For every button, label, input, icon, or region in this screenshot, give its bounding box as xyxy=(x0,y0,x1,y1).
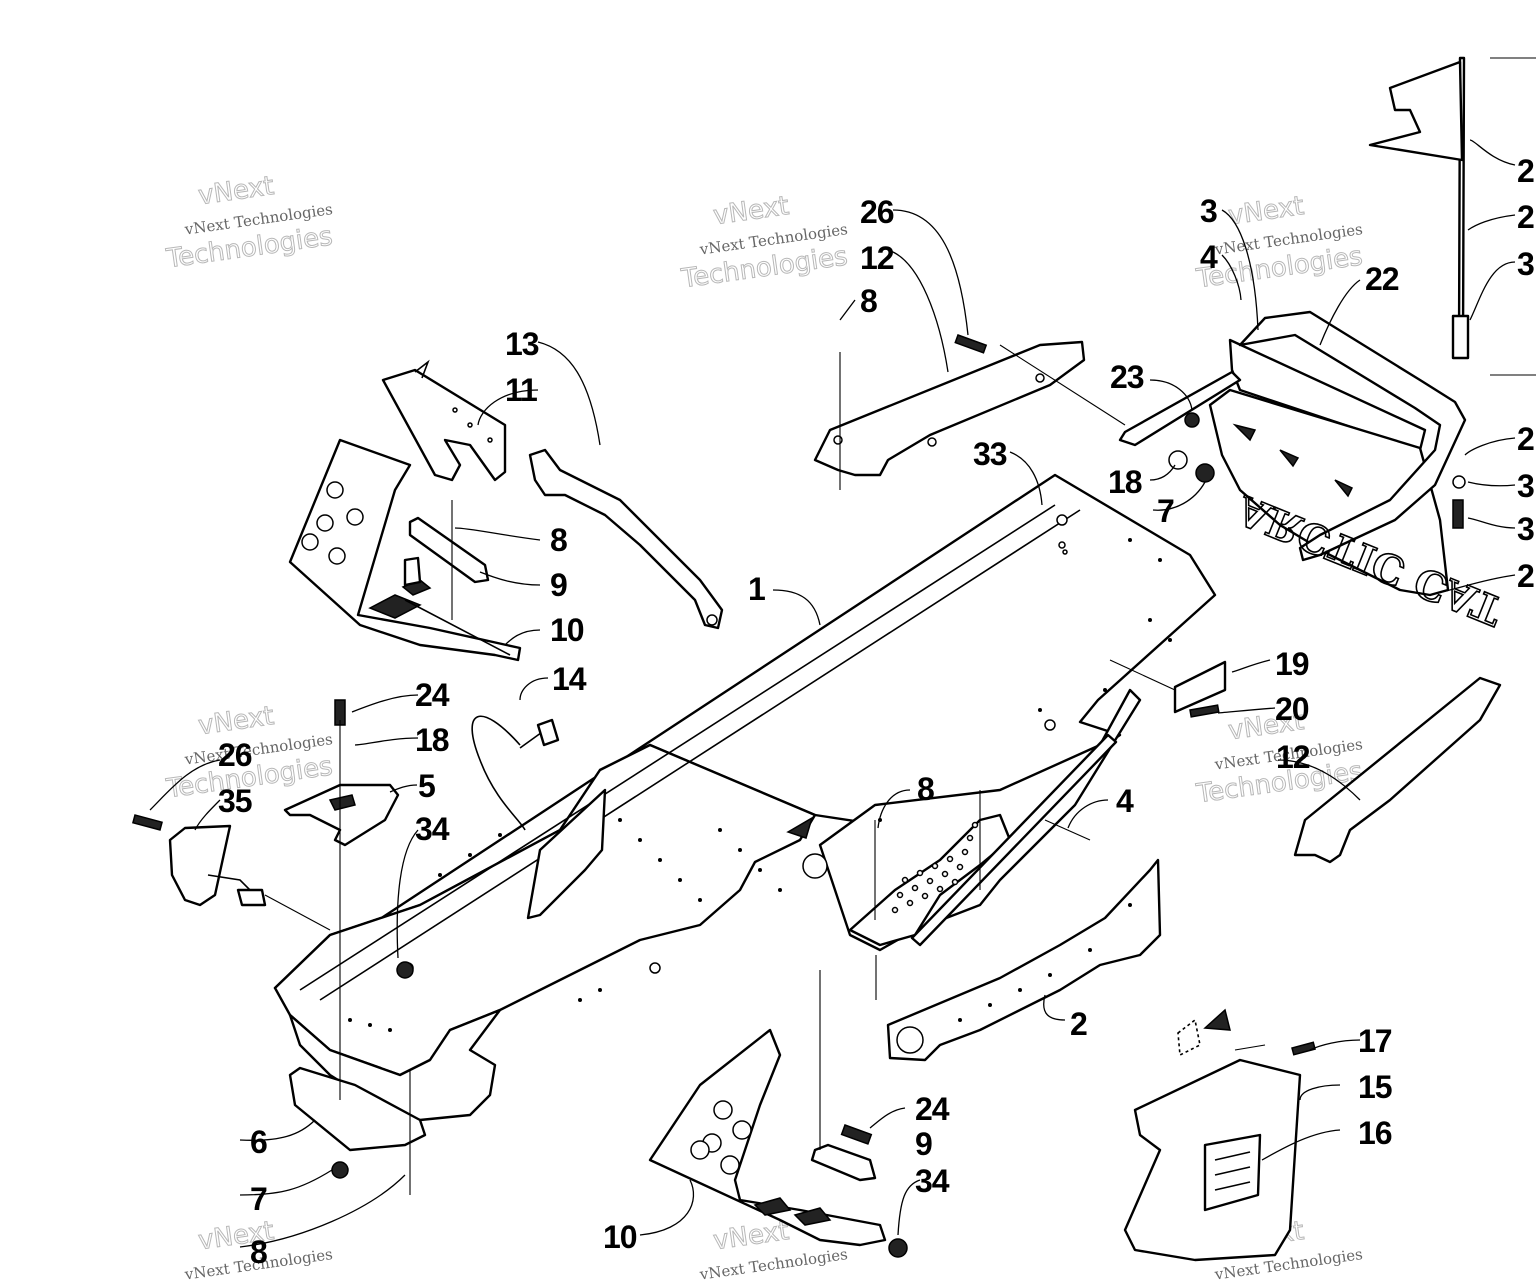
callout-19: 19 xyxy=(1275,646,1309,682)
callout-cropped: 2 xyxy=(1517,421,1534,457)
callout-cropped: 2 xyxy=(1517,558,1534,594)
callout-cropped: 3 xyxy=(1517,468,1534,504)
rivet-pattern xyxy=(348,538,1172,1032)
callout-7: 7 xyxy=(1157,493,1174,529)
callout-15: 15 xyxy=(1358,1069,1392,1105)
callout-12: 12 xyxy=(1276,739,1310,775)
callout-12: 12 xyxy=(860,240,894,276)
callout-cropped: 3 xyxy=(1517,246,1534,282)
leader-lines xyxy=(149,139,1516,1248)
callout-9: 9 xyxy=(915,1126,932,1162)
callout-18: 18 xyxy=(1108,464,1142,500)
watermark-brand: vNext xyxy=(196,701,275,741)
callout-8: 8 xyxy=(917,771,934,807)
cover-part-15 xyxy=(1123,1008,1302,1262)
side-rail-plate xyxy=(886,858,1162,1062)
callout-8: 8 xyxy=(550,522,567,558)
callout-11: 11 xyxy=(505,372,537,408)
callout-6: 6 xyxy=(250,1124,267,1160)
watermark-brand: vNext xyxy=(711,191,790,231)
callout-13: 13 xyxy=(505,326,539,362)
callout-10: 10 xyxy=(603,1219,637,1255)
watermark-brand: vNext xyxy=(711,1216,790,1256)
callout-33: 33 xyxy=(973,436,1007,472)
wire-part-14 xyxy=(471,715,560,831)
callout-24: 24 xyxy=(915,1091,950,1127)
callout-18: 18 xyxy=(415,722,449,758)
plate-part-6 xyxy=(288,1066,427,1152)
rail-part-12 xyxy=(813,340,1086,477)
flag-pole xyxy=(1368,56,1470,360)
callout-16: 16 xyxy=(1358,1115,1392,1151)
fastener-set xyxy=(132,334,1466,1258)
callout-3: 3 xyxy=(1200,193,1217,229)
front-bracket-lower xyxy=(648,1028,887,1247)
callout-26: 26 xyxy=(860,194,894,230)
callout-8: 8 xyxy=(250,1234,267,1270)
callout-1: 1 xyxy=(748,571,765,607)
callout-10: 10 xyxy=(550,612,584,648)
callout-5: 5 xyxy=(418,768,435,804)
callout-cropped: 2 xyxy=(1517,199,1534,235)
callout-cropped: 2 xyxy=(1517,153,1534,189)
watermark-brand: vNext xyxy=(1226,191,1305,231)
callout-34: 34 xyxy=(415,811,450,847)
callout-labels: 1 2 3 4 4 5 6 7 7 8 8 8 8 9 9 10 10 11 1… xyxy=(218,153,1535,1270)
front-bracket-left xyxy=(288,438,522,662)
callout-4: 4 xyxy=(1200,239,1218,275)
callout-23: 23 xyxy=(1110,359,1144,395)
assembly-axis-lines xyxy=(264,57,1536,1195)
callout-cropped: 3 xyxy=(1517,511,1534,547)
bracket-part-11 xyxy=(381,359,507,482)
watermark: vNext vNext Technologies Technologies xyxy=(163,171,335,275)
callout-34: 34 xyxy=(915,1163,950,1199)
callout-9: 9 xyxy=(550,567,567,603)
callout-2: 2 xyxy=(1070,1006,1087,1042)
callout-24: 24 xyxy=(415,677,450,713)
callout-22: 22 xyxy=(1365,261,1399,297)
callout-8: 8 xyxy=(860,283,877,319)
watermark: vNext vNext Technologies Technologies xyxy=(1193,191,1365,295)
strap-part-9-lower xyxy=(810,1143,877,1182)
bracket-part-5 xyxy=(283,783,400,847)
callout-7: 7 xyxy=(250,1181,267,1217)
callout-17: 17 xyxy=(1358,1023,1392,1059)
watermark-brand: vNext xyxy=(196,171,275,211)
strap-part-9 xyxy=(403,516,490,587)
callout-26: 26 xyxy=(218,737,252,773)
watermark: vNext vNext Technologies Technologies xyxy=(678,191,850,295)
callout-4: 4 xyxy=(1116,783,1134,819)
callout-35: 35 xyxy=(218,783,252,819)
callout-14: 14 xyxy=(552,661,587,697)
handle-part-13 xyxy=(528,448,724,630)
callout-20: 20 xyxy=(1275,691,1309,727)
rail-part-12-right xyxy=(1293,676,1502,864)
light-assembly-35 xyxy=(168,824,267,907)
